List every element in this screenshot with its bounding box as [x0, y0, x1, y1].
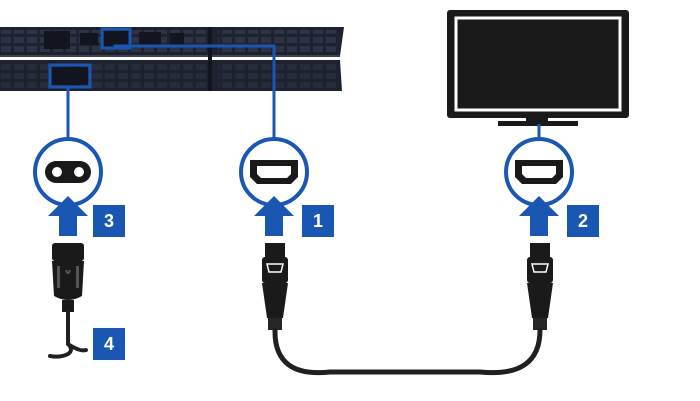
step-badge-3: 3 [93, 205, 125, 237]
arrow-up-icon [519, 196, 559, 236]
arrow-up-icon [254, 196, 294, 236]
arrow-up-icon [48, 196, 88, 236]
hdmi-plug-icon [262, 243, 288, 330]
power-plug-icon [52, 243, 84, 312]
power-port-icon [33, 137, 103, 207]
step-badge-2: 2 [567, 205, 599, 237]
hdmi-plug-icon [527, 243, 553, 330]
hdmi-cable [272, 327, 543, 376]
step-badge-1: 1 [302, 205, 334, 237]
step-badge-4: 4 [93, 328, 125, 360]
power-cord [48, 310, 88, 359]
hdmi-port-icon [239, 137, 309, 207]
hdmi-port-icon [504, 137, 574, 207]
ps4-console-icon [0, 27, 344, 91]
tv-icon [447, 10, 629, 126]
